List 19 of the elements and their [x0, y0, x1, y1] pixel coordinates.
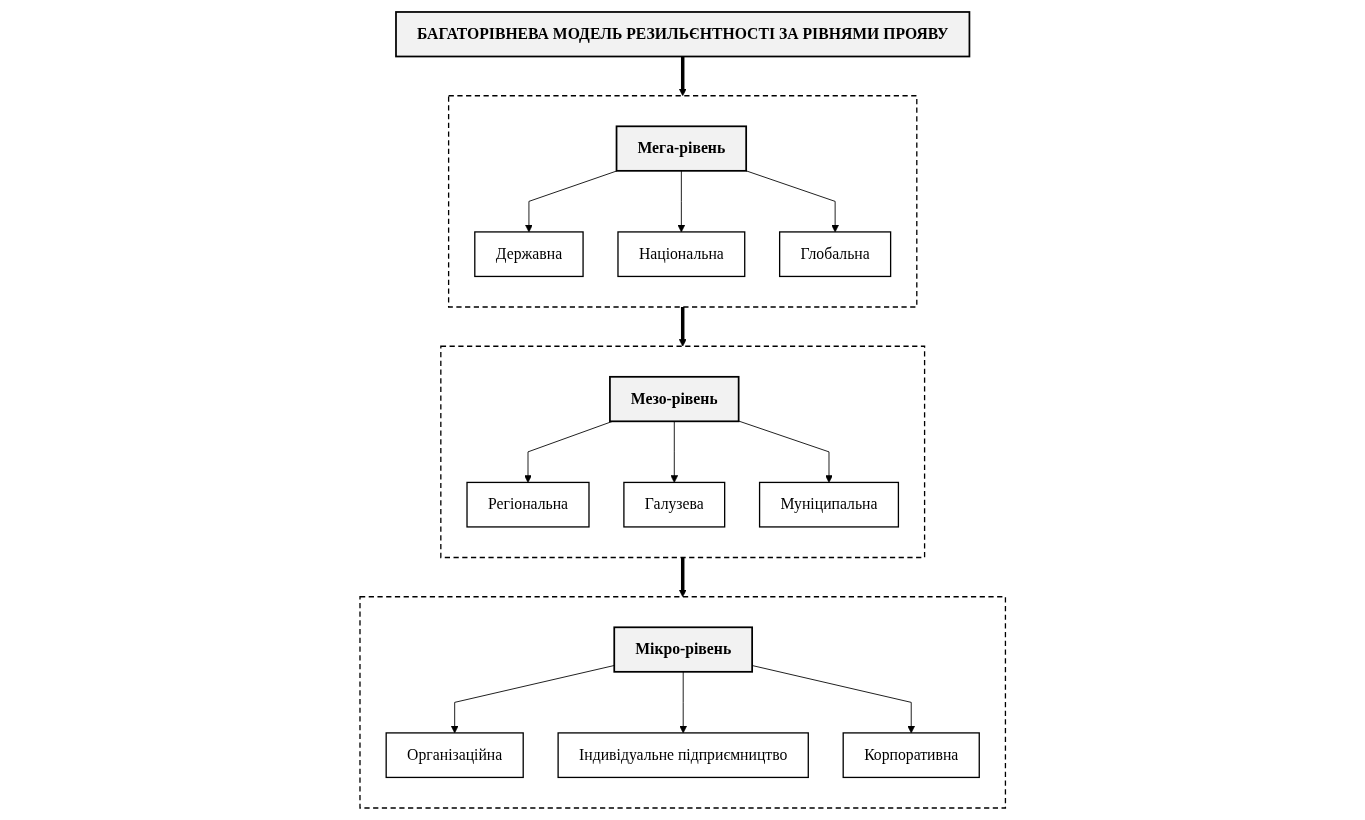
- node-box: Муніципальна: [758, 481, 899, 528]
- node-box: Глобальна: [778, 231, 892, 278]
- node-box: Регіональна: [466, 481, 590, 528]
- node-box: Національна: [617, 231, 746, 278]
- cluster: [447, 95, 918, 308]
- node-box: Мікро-рівень: [613, 626, 753, 673]
- node-box: Державна: [473, 231, 584, 278]
- node-box: Мега-рівень: [615, 125, 747, 172]
- node-box: Індивідуальне підприємництво: [557, 732, 809, 779]
- arrow: [678, 557, 687, 598]
- arrow: [678, 56, 687, 97]
- node-box: Галузева: [623, 481, 726, 528]
- node-box: Мезо-рівень: [608, 375, 740, 423]
- node-box: Організаційна: [385, 732, 524, 779]
- cluster: [439, 345, 926, 559]
- node-box: Корпоративна: [842, 732, 980, 779]
- cluster: [359, 596, 1006, 809]
- arrow: [678, 307, 687, 347]
- node-box: БАГАТОРІВНЕВА МОДЕЛЬ РЕЗИЛЬЄНТНОСТІ ЗА РІВНЯМИ ПРОЯВУ: [394, 11, 971, 58]
